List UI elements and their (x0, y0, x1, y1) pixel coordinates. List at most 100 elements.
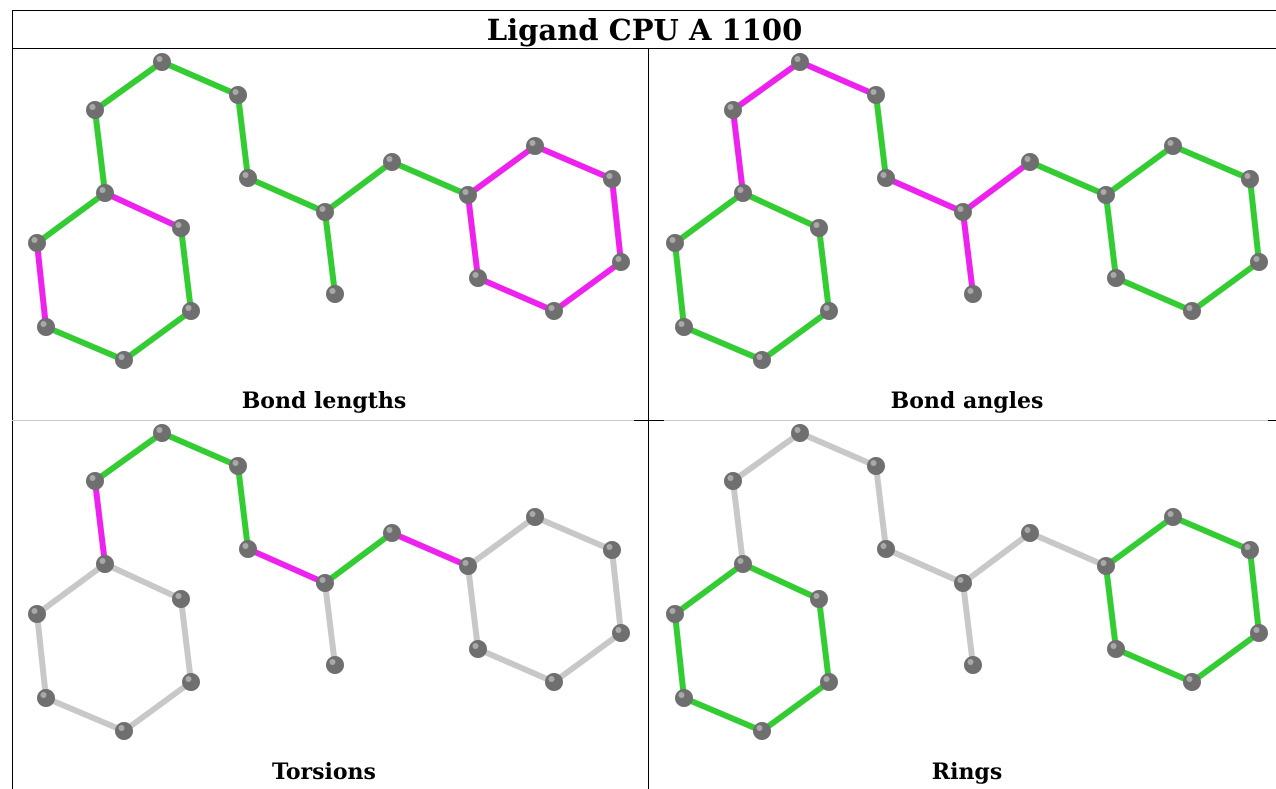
atom-highlight-15 (606, 544, 613, 550)
atom-highlight-6 (89, 475, 96, 481)
atom-highlight-8 (232, 89, 239, 95)
bond-0-1 (34, 240, 49, 330)
atom-highlight-3 (823, 676, 830, 682)
bond-12-13 (1027, 530, 1109, 569)
atom-highlight-8 (870, 460, 877, 466)
atom-11 (964, 656, 982, 674)
bond-8-9 (235, 92, 251, 181)
atom-12 (383, 153, 401, 171)
atom-highlight-15 (1244, 544, 1251, 550)
bond-0-1 (34, 611, 49, 701)
atom-4 (810, 590, 828, 608)
atom-highlight-0 (669, 237, 676, 243)
atom-18 (1107, 269, 1125, 287)
bond-2-3 (121, 679, 194, 734)
atom-13 (1097, 186, 1115, 204)
atom-17 (545, 302, 563, 320)
bond-1-2 (43, 324, 127, 363)
atom-highlight-10 (957, 577, 964, 583)
atom-16 (1250, 253, 1268, 271)
atom-9 (239, 540, 257, 558)
atom-1 (675, 318, 693, 336)
atom-8 (229, 457, 247, 475)
bond-5-6 (92, 478, 108, 567)
molecule-bond-angles (666, 53, 1268, 369)
atom-13 (459, 557, 477, 575)
panel-bond-lengths: Bond lengths (0, 0, 648, 420)
atom-highlight-8 (870, 89, 877, 95)
atom-highlight-7 (156, 427, 163, 433)
bond-4-5 (740, 190, 822, 231)
bond-15-16 (609, 547, 624, 636)
bond-10-11 (960, 209, 976, 297)
bond-17-18 (1113, 275, 1195, 314)
atom-14 (526, 137, 544, 155)
atom-7 (791, 53, 809, 71)
bond-17-18 (475, 275, 557, 314)
bond-8-9 (873, 463, 889, 552)
bond-0-1 (672, 240, 687, 330)
bond-13-14 (465, 514, 538, 569)
atom-highlight-9 (880, 543, 887, 549)
atom-3 (820, 302, 838, 320)
atom-11 (964, 285, 982, 303)
atom-highlight-7 (794, 427, 801, 433)
atom-highlight-11 (329, 288, 336, 294)
atom-highlight-6 (727, 104, 734, 110)
atom-highlight-6 (727, 475, 734, 481)
atom-18 (1107, 640, 1125, 658)
bond-16-17 (1189, 259, 1262, 314)
bond-6-7 (730, 430, 803, 484)
atom-highlight-1 (678, 692, 685, 698)
bond-4-5 (102, 190, 184, 231)
bond-12-13 (1027, 159, 1109, 198)
atom-highlight-10 (319, 206, 326, 212)
bond-18-13 (1103, 563, 1119, 652)
bond-1-2 (681, 695, 765, 734)
atom-highlight-13 (1100, 189, 1107, 195)
bond-18-13 (1103, 192, 1119, 281)
atom-highlight-13 (462, 189, 469, 195)
atom-9 (239, 169, 257, 187)
atom-3 (182, 302, 200, 320)
atom-highlight-14 (1167, 140, 1174, 146)
atom-highlight-3 (185, 305, 192, 311)
atom-highlight-4 (813, 222, 820, 228)
atom-12 (1021, 153, 1039, 171)
atom-highlight-18 (472, 272, 479, 278)
atom-highlight-18 (1110, 643, 1117, 649)
bond-3-4 (178, 596, 194, 685)
bond-16-17 (551, 259, 624, 314)
atom-3 (182, 673, 200, 691)
bond-5-6 (730, 478, 746, 567)
bond-9-10 (245, 175, 328, 215)
atom-highlight-9 (242, 172, 249, 178)
bond-18-13 (465, 563, 481, 652)
atom-15 (603, 170, 621, 188)
bond-5-0 (672, 190, 746, 246)
atom-13 (459, 186, 477, 204)
bond-2-3 (759, 679, 832, 734)
atom-18 (469, 269, 487, 287)
atom-highlight-8 (232, 460, 239, 466)
atom-2 (115, 722, 133, 740)
bond-10-11 (960, 580, 976, 668)
atom-6 (86, 101, 104, 119)
atom-9 (877, 169, 895, 187)
atom-1 (675, 689, 693, 707)
bond-18-13 (465, 192, 481, 281)
atom-7 (153, 53, 171, 71)
atom-10 (316, 574, 334, 592)
atom-highlight-7 (794, 56, 801, 62)
bond-5-0 (34, 190, 108, 246)
atom-highlight-13 (1100, 560, 1107, 566)
bond-10-12 (322, 159, 395, 215)
atom-highlight-10 (319, 577, 326, 583)
atom-10 (954, 203, 972, 221)
atom-highlight-14 (1167, 511, 1174, 517)
bond-7-8 (159, 59, 241, 98)
atom-highlight-17 (548, 305, 555, 311)
atom-1 (37, 318, 55, 336)
bond-7-8 (797, 430, 879, 469)
atom-16 (612, 253, 630, 271)
